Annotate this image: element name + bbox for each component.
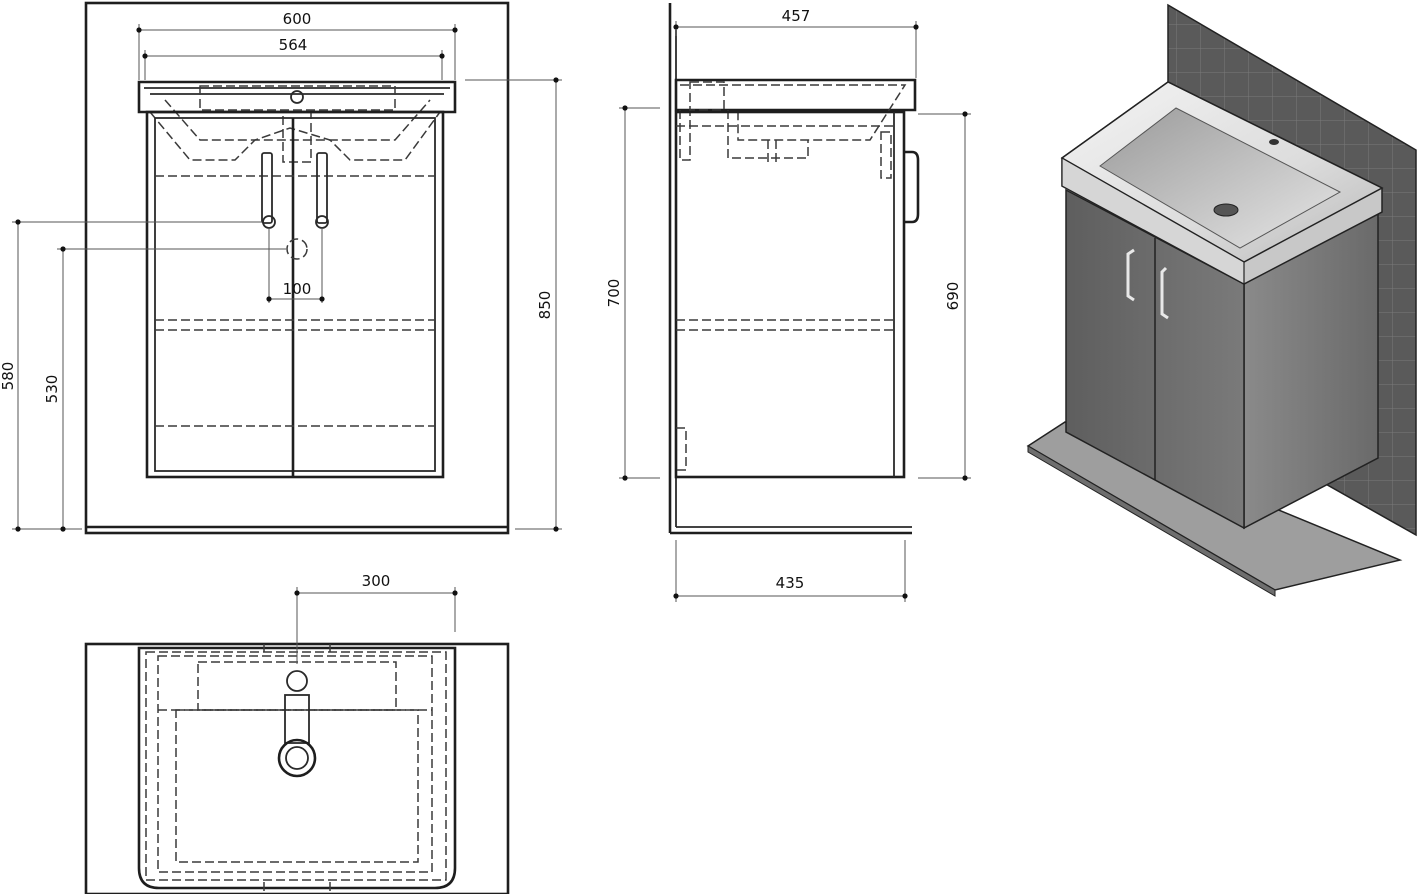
dim-530: 530 (43, 375, 61, 404)
dim-100: 100 (283, 280, 312, 298)
door-handle-side (904, 150, 920, 224)
handle-left-3d (1126, 248, 1135, 302)
top-view (84, 642, 510, 894)
dim-564: 564 (279, 36, 308, 54)
dim-850: 850 (536, 291, 554, 320)
cabinet-front (145, 110, 445, 479)
handle-right-3d (1160, 266, 1169, 320)
side-view (668, 3, 920, 535)
dim-700: 700 (605, 279, 623, 308)
tap-hole-3d (1269, 139, 1279, 145)
dim-457: 457 (782, 7, 811, 25)
wall-outline-front (84, 1, 510, 535)
basin-outline-top (137, 646, 457, 890)
dim-300: 300 (362, 572, 391, 590)
front-dimensions: 600 564 100 850 580 530 (0, 10, 562, 532)
front-view (84, 1, 510, 535)
dim-690: 690 (944, 282, 962, 311)
side-dimensions: 457 435 700 690 (605, 7, 971, 602)
basin-top-front (137, 80, 457, 114)
cabinet-side (674, 110, 906, 479)
door-handle-right (316, 152, 328, 224)
drain-3d (1213, 203, 1239, 217)
door-handle-left (261, 152, 273, 224)
top-dimensions: 300 (294, 572, 458, 664)
basin-side (674, 78, 917, 112)
dim-435: 435 (776, 574, 805, 592)
dim-600: 600 (283, 10, 312, 28)
dim-580: 580 (0, 362, 17, 391)
isometric-view (1026, 3, 1417, 597)
